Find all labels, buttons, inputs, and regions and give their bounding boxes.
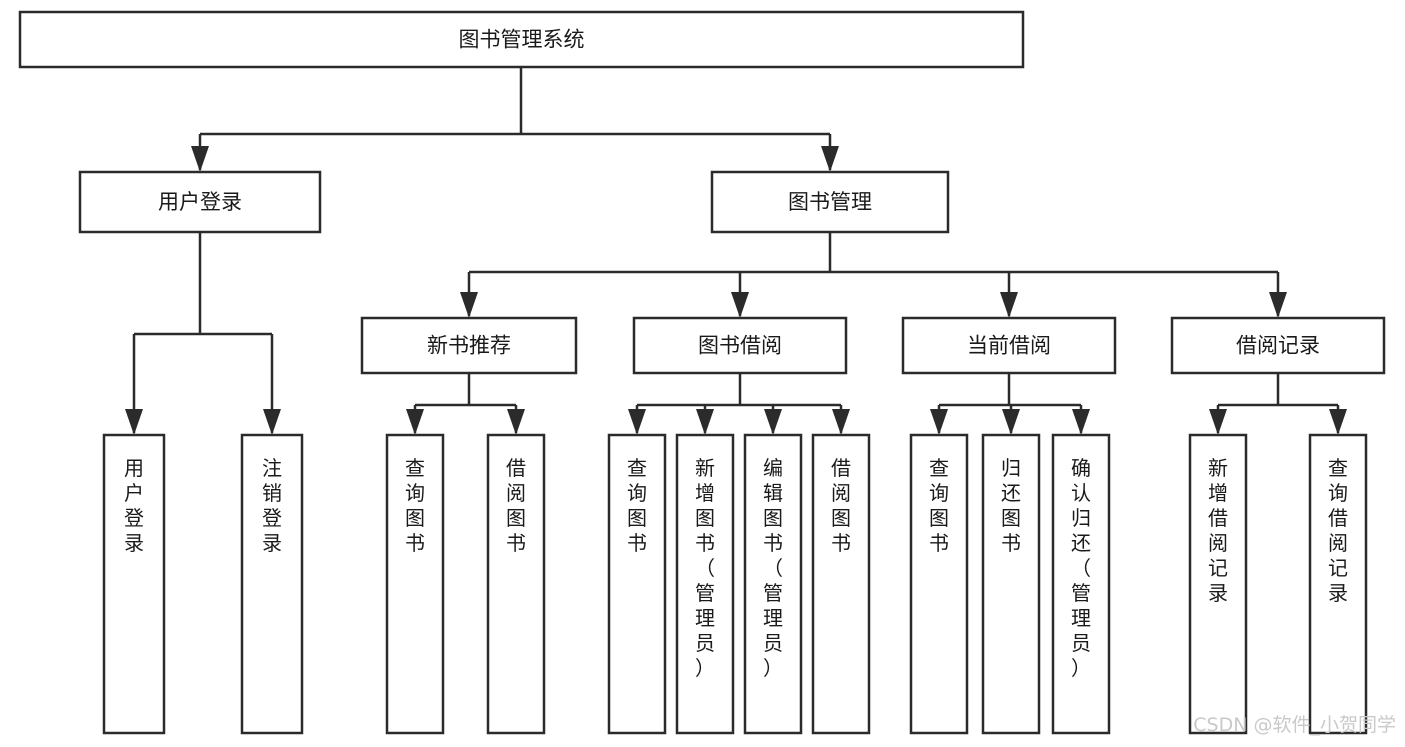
node-box-leaf-confirm-return[interactable] (1051, 433, 1111, 735)
node-box-current-borrow[interactable] (901, 316, 1117, 375)
node-label-leaf-return-book: 归还图书 (1001, 456, 1021, 555)
arrow-to-leaf-query-record (1329, 409, 1347, 435)
node-leaf-borrow-book[interactable]: 借阅图书 (811, 433, 871, 735)
node-box-leaf-borrow-book[interactable] (811, 433, 871, 735)
node-label-borrow-record: 借阅记录 (1236, 334, 1320, 358)
node-box-user-login[interactable] (78, 170, 322, 234)
node-label-leaf-add-record: 新增借阅记录 (1208, 456, 1228, 605)
node-label-leaf-add-book: 新增图书（管理员） (695, 456, 715, 680)
node-leaf-user-login[interactable]: 用户登录 (102, 433, 166, 735)
node-box-leaf-return-book[interactable] (981, 433, 1041, 735)
node-label-root: 图书管理系统 (459, 28, 585, 52)
node-label-leaf-query-book-cur: 查询图书 (929, 456, 949, 555)
arrow-to-leaf-borrow-book (832, 409, 850, 435)
arrow-to-borrow-record (1269, 292, 1287, 318)
node-label-leaf-user-login: 用户登录 (124, 456, 144, 555)
node-label-leaf-query-book-borrow: 查询图书 (627, 456, 647, 555)
arrow-to-current-borrow (1000, 292, 1018, 318)
node-leaf-edit-book[interactable]: 编辑图书（管理员） (743, 433, 803, 735)
node-box-leaf-query-book-cur[interactable] (909, 433, 969, 735)
node-box-book-borrow[interactable] (632, 316, 848, 375)
node-leaf-query-record[interactable]: 查询借阅记录 (1308, 433, 1368, 735)
nodes-layer: 图书管理系统用户登录图书管理新书推荐图书借阅当前借阅借阅记录用户登录注销登录查询… (18, 10, 1386, 735)
arrow-to-book-borrow (731, 292, 749, 318)
node-root[interactable]: 图书管理系统 (18, 10, 1025, 69)
node-leaf-return-book[interactable]: 归还图书 (981, 433, 1041, 735)
arrow-to-leaf-add-record (1209, 409, 1227, 435)
node-book-manage[interactable]: 图书管理 (710, 170, 950, 234)
node-label-leaf-logout: 注销登录 (262, 456, 282, 555)
arrow-to-user-login (191, 146, 209, 172)
node-leaf-query-book-cur[interactable]: 查询图书 (909, 433, 969, 735)
node-label-leaf-query-record: 查询借阅记录 (1328, 456, 1348, 605)
node-borrow-record[interactable]: 借阅记录 (1170, 316, 1386, 375)
node-box-leaf-borrow-book-rec[interactable] (486, 433, 546, 735)
node-new-book-rec[interactable]: 新书推荐 (360, 316, 578, 375)
node-current-borrow[interactable]: 当前借阅 (901, 316, 1117, 375)
node-box-book-manage[interactable] (710, 170, 950, 234)
node-leaf-query-book-borrow[interactable]: 查询图书 (607, 433, 667, 735)
arrow-to-leaf-return-book (1002, 409, 1020, 435)
node-box-leaf-query-book-rec[interactable] (385, 433, 445, 735)
node-label-book-borrow: 图书借阅 (698, 334, 782, 358)
arrow-to-leaf-edit-book (764, 409, 782, 435)
node-box-borrow-record[interactable] (1170, 316, 1386, 375)
arrow-to-leaf-add-book (696, 409, 714, 435)
arrow-to-leaf-logout (263, 409, 281, 435)
node-box-leaf-add-record[interactable] (1188, 433, 1248, 735)
node-label-book-manage: 图书管理 (788, 190, 872, 214)
arrow-to-leaf-query-book-rec (406, 409, 424, 435)
node-box-leaf-edit-book[interactable] (743, 433, 803, 735)
node-label-leaf-borrow-book: 借阅图书 (831, 456, 851, 555)
node-label-current-borrow: 当前借阅 (967, 334, 1051, 358)
node-box-new-book-rec[interactable] (360, 316, 578, 375)
node-leaf-add-record[interactable]: 新增借阅记录 (1188, 433, 1248, 735)
node-box-leaf-logout[interactable] (240, 433, 304, 735)
arrow-to-leaf-query-book-cur (930, 409, 948, 435)
csdn-watermark: CSDN @软件_小贺同学 (1193, 714, 1396, 736)
arrow-to-leaf-borrow-book-rec (507, 409, 525, 435)
node-box-leaf-user-login[interactable] (102, 433, 166, 735)
node-leaf-borrow-book-rec[interactable]: 借阅图书 (486, 433, 546, 735)
node-label-leaf-confirm-return: 确认归还（管理员） (1071, 456, 1091, 680)
connectors-layer (125, 67, 1347, 435)
node-leaf-confirm-return[interactable]: 确认归还（管理员） (1051, 433, 1111, 735)
node-box-leaf-query-book-borrow[interactable] (607, 433, 667, 735)
node-label-leaf-edit-book: 编辑图书（管理员） (763, 456, 783, 680)
arrow-to-leaf-confirm-return (1072, 409, 1090, 435)
node-box-leaf-query-record[interactable] (1308, 433, 1368, 735)
arrow-to-book-manage (821, 146, 839, 172)
node-leaf-logout[interactable]: 注销登录 (240, 433, 304, 735)
node-label-user-login: 用户登录 (158, 190, 242, 214)
node-label-new-book-rec: 新书推荐 (427, 334, 511, 358)
node-label-leaf-borrow-book-rec: 借阅图书 (506, 456, 526, 555)
node-leaf-add-book[interactable]: 新增图书（管理员） (675, 433, 735, 735)
node-leaf-query-book-rec[interactable]: 查询图书 (385, 433, 445, 735)
arrow-to-new-book-rec (460, 292, 478, 318)
node-box-root[interactable] (18, 10, 1025, 69)
node-book-borrow[interactable]: 图书借阅 (632, 316, 848, 375)
node-box-leaf-add-book[interactable] (675, 433, 735, 735)
node-label-leaf-query-book-rec: 查询图书 (405, 456, 425, 555)
arrow-to-leaf-query-book-borrow (628, 409, 646, 435)
node-user-login[interactable]: 用户登录 (78, 170, 322, 234)
arrow-to-leaf-user-login (125, 409, 143, 435)
